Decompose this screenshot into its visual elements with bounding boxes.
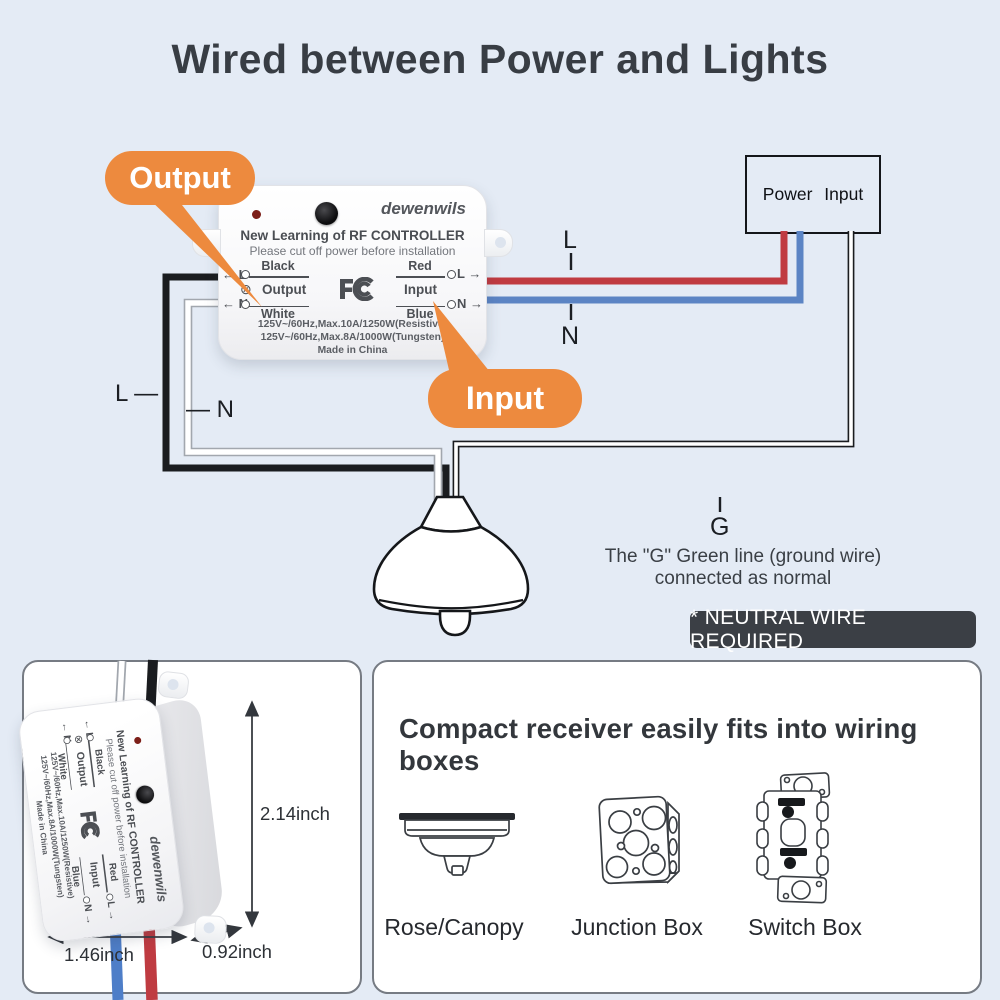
page-title: Wired between Power and Lights [171,36,829,82]
neutral-label-left: — N [186,396,234,423]
fcc-logo-icon [79,810,100,839]
blue-wire [486,231,804,304]
mini-device-front-face: dewenwils New Learning of RF CONTROLLER … [16,696,186,944]
lamp-feed-wire-outline [452,231,855,502]
terminal-circle-icon [447,270,456,279]
switch-box-icon [756,772,831,904]
brand-logo: dewenwils [146,834,170,903]
neutral-label-right: N [561,322,580,350]
pendant-lamp-icon [372,495,530,637]
height-dimension-label: 2.14inch [260,803,330,824]
device-front-panel: dewenwils New Learning of RF CONTROLLER … [219,186,486,359]
terminal-arrow-l-right: L → [104,900,119,921]
line-label-left: L — [115,380,159,407]
mounting-ear-icon [193,914,228,945]
power-input-box: Power Input [745,155,881,234]
rose-canopy-icon [399,813,515,876]
line-label-right: L [563,226,577,254]
learn-button [134,784,155,805]
led-indicator-icon [252,210,261,219]
output-label: Output [262,282,307,297]
junction-box-icon [598,795,680,885]
wiring-boxes-panel: Compact receiver easily fits into wiring… [372,660,982,994]
mini-device-front-panel: dewenwils New Learning of RF CONTROLLER … [22,708,181,931]
terminal-line [249,276,309,278]
mini-device-3d: dewenwils New Learning of RF CONTROLLER … [14,670,253,952]
terminal-circle-icon [82,895,91,904]
terminal-arrow-n-right: N → [81,903,96,925]
neutral-wire-required-badge: * NEUTRAL WIRE REQUIRED [690,606,976,653]
input-label: Input [87,860,103,888]
screw-hole-icon [166,678,180,691]
output-callout-badge: Output [105,151,255,205]
switch-box-label: Switch Box [748,914,862,940]
wiring-boxes-title: Compact receiver easily fits into wiring… [399,713,918,776]
output-label: Output [73,750,90,787]
rf-receiver-device: dewenwils New Learning of RF CONTROLLER … [192,185,513,360]
terminal-arrow-l-right: L → [457,266,482,281]
ground-note-line2: connected as normal [654,567,832,589]
black-wire-label: Black [261,259,295,273]
device-subheading: Please cut off power before installation [249,243,456,258]
red-wire [486,231,788,285]
ground-label: G [710,513,730,541]
terminal-circle-icon [447,299,456,309]
terminal-line [396,276,445,278]
led-indicator-icon [133,736,142,744]
fcc-logo-icon [340,277,374,301]
screw-hole-icon [203,922,215,934]
screw-hole-icon [199,237,210,248]
width-dimension-label: 1.46inch [64,944,134,965]
depth-dimension-label: 0.92inch [202,941,272,962]
terminal-circle-icon [105,892,114,901]
rating-line-2: 125V~/60Hz,Max.8A/1000W(Tungsten) [260,332,445,343]
junction-box-label: Junction Box [571,914,703,940]
screw-hole-icon [495,237,506,248]
origin-label: Made in China [317,344,388,356]
mounting-ear-icon [484,229,513,257]
rose-canopy-label: Rose/Canopy [384,914,524,940]
wiring-box-icons [399,772,831,904]
mounting-ear-icon [192,229,221,257]
input-callout-badge: Input [428,369,582,428]
ground-note: The "G" Green line (ground wire) connect… [598,546,888,589]
terminal-arrow-n-right: N → [457,296,483,311]
ground-note-line1: The "G" Green line (ground wire) [604,546,882,567]
red-wire-label: Red [408,259,432,273]
device-heading: New Learning of RF CONTROLLER [240,228,465,243]
learn-button[interactable] [315,202,338,225]
mounting-ear-icon [156,670,190,700]
input-label: Input [404,282,437,297]
rating-line-1: 125V~/60Hz,Max.10A/1250W(Resistive) [257,319,448,330]
brand-logo: dewenwils [380,199,466,218]
lamp-feed-wire-core [454,231,853,502]
